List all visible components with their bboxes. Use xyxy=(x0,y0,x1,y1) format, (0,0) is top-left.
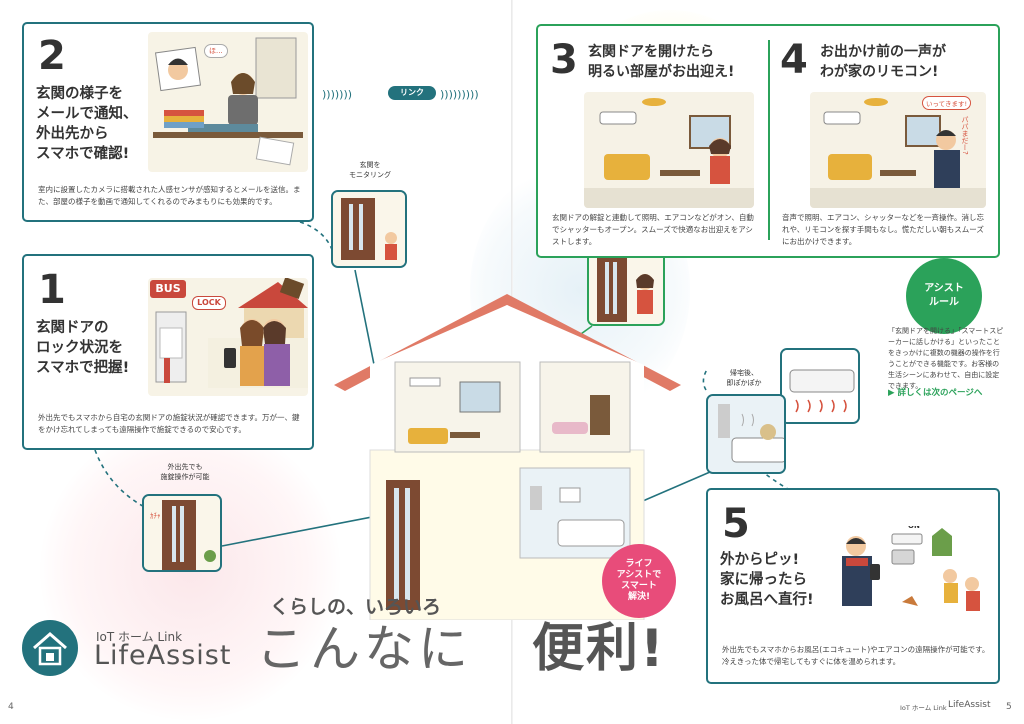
bathroom-thumbnail xyxy=(706,394,786,474)
feature-title-4: お出かけ前の一声が わが家のリモコン! xyxy=(820,44,946,80)
on-label: ON xyxy=(908,526,920,530)
feature-number-3: 3 xyxy=(550,37,578,83)
outdoor-family-illustration: ON xyxy=(832,526,992,624)
lock-label: LOCK xyxy=(192,296,226,310)
door-monitoring-thumbnail xyxy=(331,190,407,268)
feature-title: 玄関ドアの ロック状況を スマホで把握! xyxy=(36,320,130,376)
remote-lock-callout-label: 外出先でも 施錠操作が可能 xyxy=(160,463,210,481)
headline-subtitle: くらしの、いろいろ xyxy=(270,596,442,618)
link-badge: リンク xyxy=(388,86,436,100)
feature-title: 玄関の様子を メールで通知、 外出先から スマホで確認! xyxy=(36,86,138,162)
page-number-left: 4 xyxy=(8,702,14,712)
feature-panel-5: 5 外からピッ! 家に帰ったら お風呂へ直行! ON 外出先でもスマホからお風呂… xyxy=(706,488,1000,684)
page-number-right: 5 xyxy=(1006,702,1012,712)
monitoring-callout-label: 玄関を モニタリング xyxy=(349,161,391,179)
svg-text:))))))): ))))))) xyxy=(322,88,352,101)
feature-title: 外からピッ! 家に帰ったら お風呂へ直行! xyxy=(720,552,814,608)
living-room-illustration xyxy=(584,92,754,208)
house-illustration xyxy=(334,294,681,620)
headline-main-left: こんなに xyxy=(256,620,472,678)
assist-rule-badge: アシスト ルール xyxy=(906,258,982,334)
feature-number: 2 xyxy=(38,33,66,79)
feature-description-4: 音声で照明、エアコン、シャッターなどを一斉操作。消し忘れや、リモコンを探す手間も… xyxy=(782,213,985,246)
feature-description: 外出先でもスマホから自宅の玄関ドアの施錠状況が確認できます。万が一、鍵をかけ忘れ… xyxy=(38,413,300,434)
feature-number: 1 xyxy=(38,267,66,313)
feature-description: 室内に設置したカメラに搭載された人感センサが感知するとメールを送信。また、部屋の… xyxy=(38,185,301,206)
feature-description: 外出先でもスマホからお風呂(エコキュート)やエアコンの遠隔操作が可能です。冷えき… xyxy=(722,645,990,666)
family-outdoor-icon xyxy=(842,528,980,611)
next-page-link[interactable]: ▶ 詳しくは次のページへ xyxy=(888,388,983,398)
headline-main-right: 便利! xyxy=(532,619,666,679)
speech-bubble: ほ... xyxy=(204,44,228,58)
leaving-home-icon xyxy=(810,98,986,208)
girl-entering-icon xyxy=(589,248,663,324)
leaving-home-illustration: いってきます! パパまだー? xyxy=(810,92,986,208)
feature-panel-1: 1 玄関ドアの ロック状況を スマホで把握! BUS LOCK 外出先でもスマホ… xyxy=(22,254,314,450)
remote-lock-thumbnail: ｶﾁｬ xyxy=(142,494,222,572)
locked-door-icon: ｶﾁｬ xyxy=(144,496,220,570)
life-assist-badge: ライフ アシストで スマート 解決! xyxy=(602,544,676,618)
bathtub-icon xyxy=(708,396,784,472)
speech-bubble-leaving: いってきます! xyxy=(922,96,972,110)
footer-brand: IoT ホーム Link xyxy=(900,704,947,712)
footer-name: LifeAssist xyxy=(948,700,991,710)
office-scene-icon xyxy=(153,37,303,166)
logo-brand: IoT ホーム Link xyxy=(96,630,183,644)
feature-panel-3-4: 3 玄関ドアを開けたら 明るい部屋がお出迎え! 玄関ドアの解錠と連動して照明、エ… xyxy=(536,24,1000,258)
speech-text-child: パパまだー? xyxy=(961,116,969,155)
svg-text:))))))))): ))))))))) xyxy=(440,88,479,101)
street-scene-icon xyxy=(155,278,308,388)
office-illustration: ほ... xyxy=(148,32,308,172)
door-entry-thumbnail xyxy=(587,246,665,326)
feature-panel-2: 2 玄関の様子を メールで通知、 外出先から スマホで確認! ほ... 室内に設… xyxy=(22,22,314,222)
aircon-icon xyxy=(782,350,858,422)
assist-rule-description: 「玄関ドアを開ける」「スマートスピーカーに話しかける」といったことをきっかけに複… xyxy=(888,327,1004,390)
street-illustration: BUS LOCK xyxy=(148,278,308,396)
svg-text:ｶﾁｬ: ｶﾁｬ xyxy=(150,512,161,520)
feature-description-3: 玄関ドアの解錠と連動して照明、エアコンなどがオン、自動でシャッターもオープン。ス… xyxy=(552,213,754,246)
panel-divider xyxy=(768,40,770,240)
door-camera-icon xyxy=(333,192,405,266)
house-logo-icon xyxy=(22,620,78,676)
feature-title-3: 玄関ドアを開けたら 明るい部屋がお出迎え! xyxy=(588,44,735,80)
feature-number-4: 4 xyxy=(780,37,808,83)
feature-number: 5 xyxy=(722,501,750,547)
living-room-icon xyxy=(584,98,754,208)
logo-name: LifeAssist xyxy=(94,640,232,671)
house-logo-graphic xyxy=(33,632,67,666)
aircon-thumbnail xyxy=(780,348,860,424)
return-home-callout-label: 帰宅後、 即ぽかぽか xyxy=(726,369,762,387)
bus-sign: BUS xyxy=(150,280,186,298)
